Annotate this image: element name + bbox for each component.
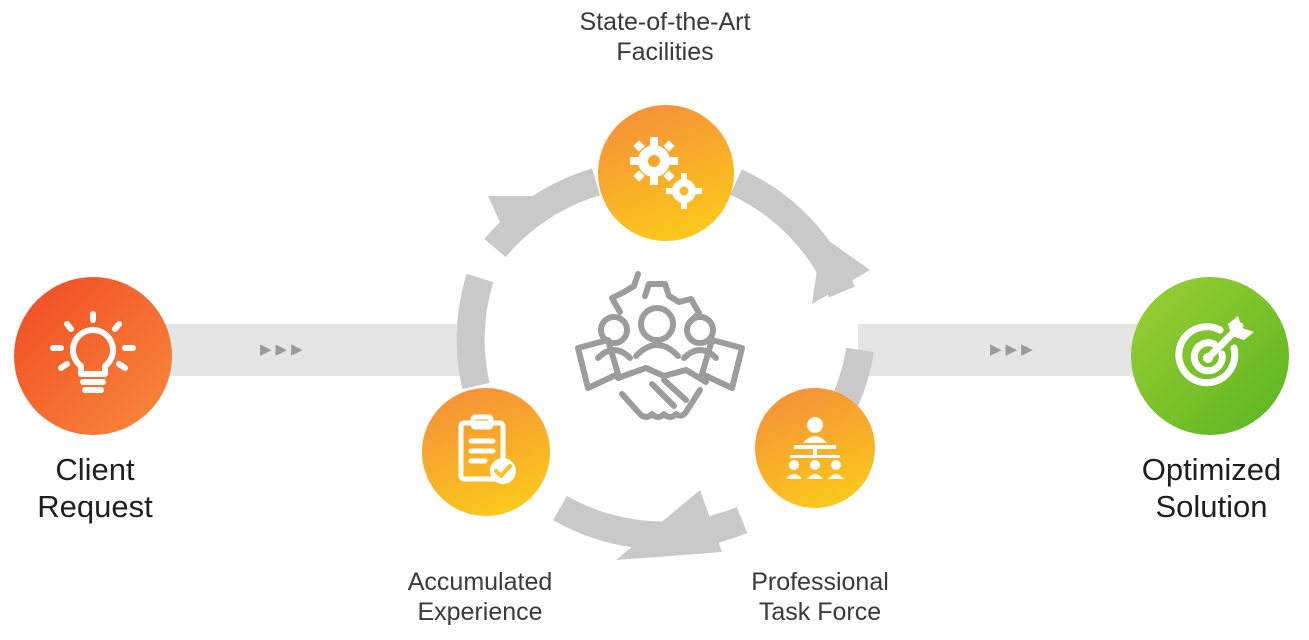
flow-arrows-left: ▶▶▶ [260, 340, 307, 358]
flow-arrows-right: ▶▶▶ [990, 340, 1037, 358]
target-arrow-icon [1175, 316, 1254, 387]
team-presentation-icon [786, 417, 844, 479]
task-force-node [755, 388, 875, 508]
cycle-arrowhead-bottom [616, 490, 722, 560]
client-request-label: Client Request [37, 452, 153, 524]
teamwork-handshake-icon [575, 271, 745, 420]
cycle-arrowhead-right [812, 236, 870, 304]
lightbulb-icon [50, 311, 136, 393]
facilities-node [598, 105, 734, 241]
flow-band-right [858, 324, 1153, 376]
experience-node [422, 388, 550, 516]
experience-label: Accumulated Experience [407, 568, 553, 626]
facilities-label: State-of-the-Art Facilities [579, 8, 751, 66]
optimized-solution-node [1131, 277, 1289, 435]
task-force-label: Professional Task Force [751, 568, 889, 626]
cycle-arrowhead-top [488, 196, 548, 244]
optimized-solution-label: Optimized Solution [1141, 452, 1282, 524]
gears-icon [630, 137, 702, 209]
clipboard-check-icon [458, 414, 516, 484]
client-request-node [14, 277, 172, 435]
flow-band-left [160, 324, 460, 376]
